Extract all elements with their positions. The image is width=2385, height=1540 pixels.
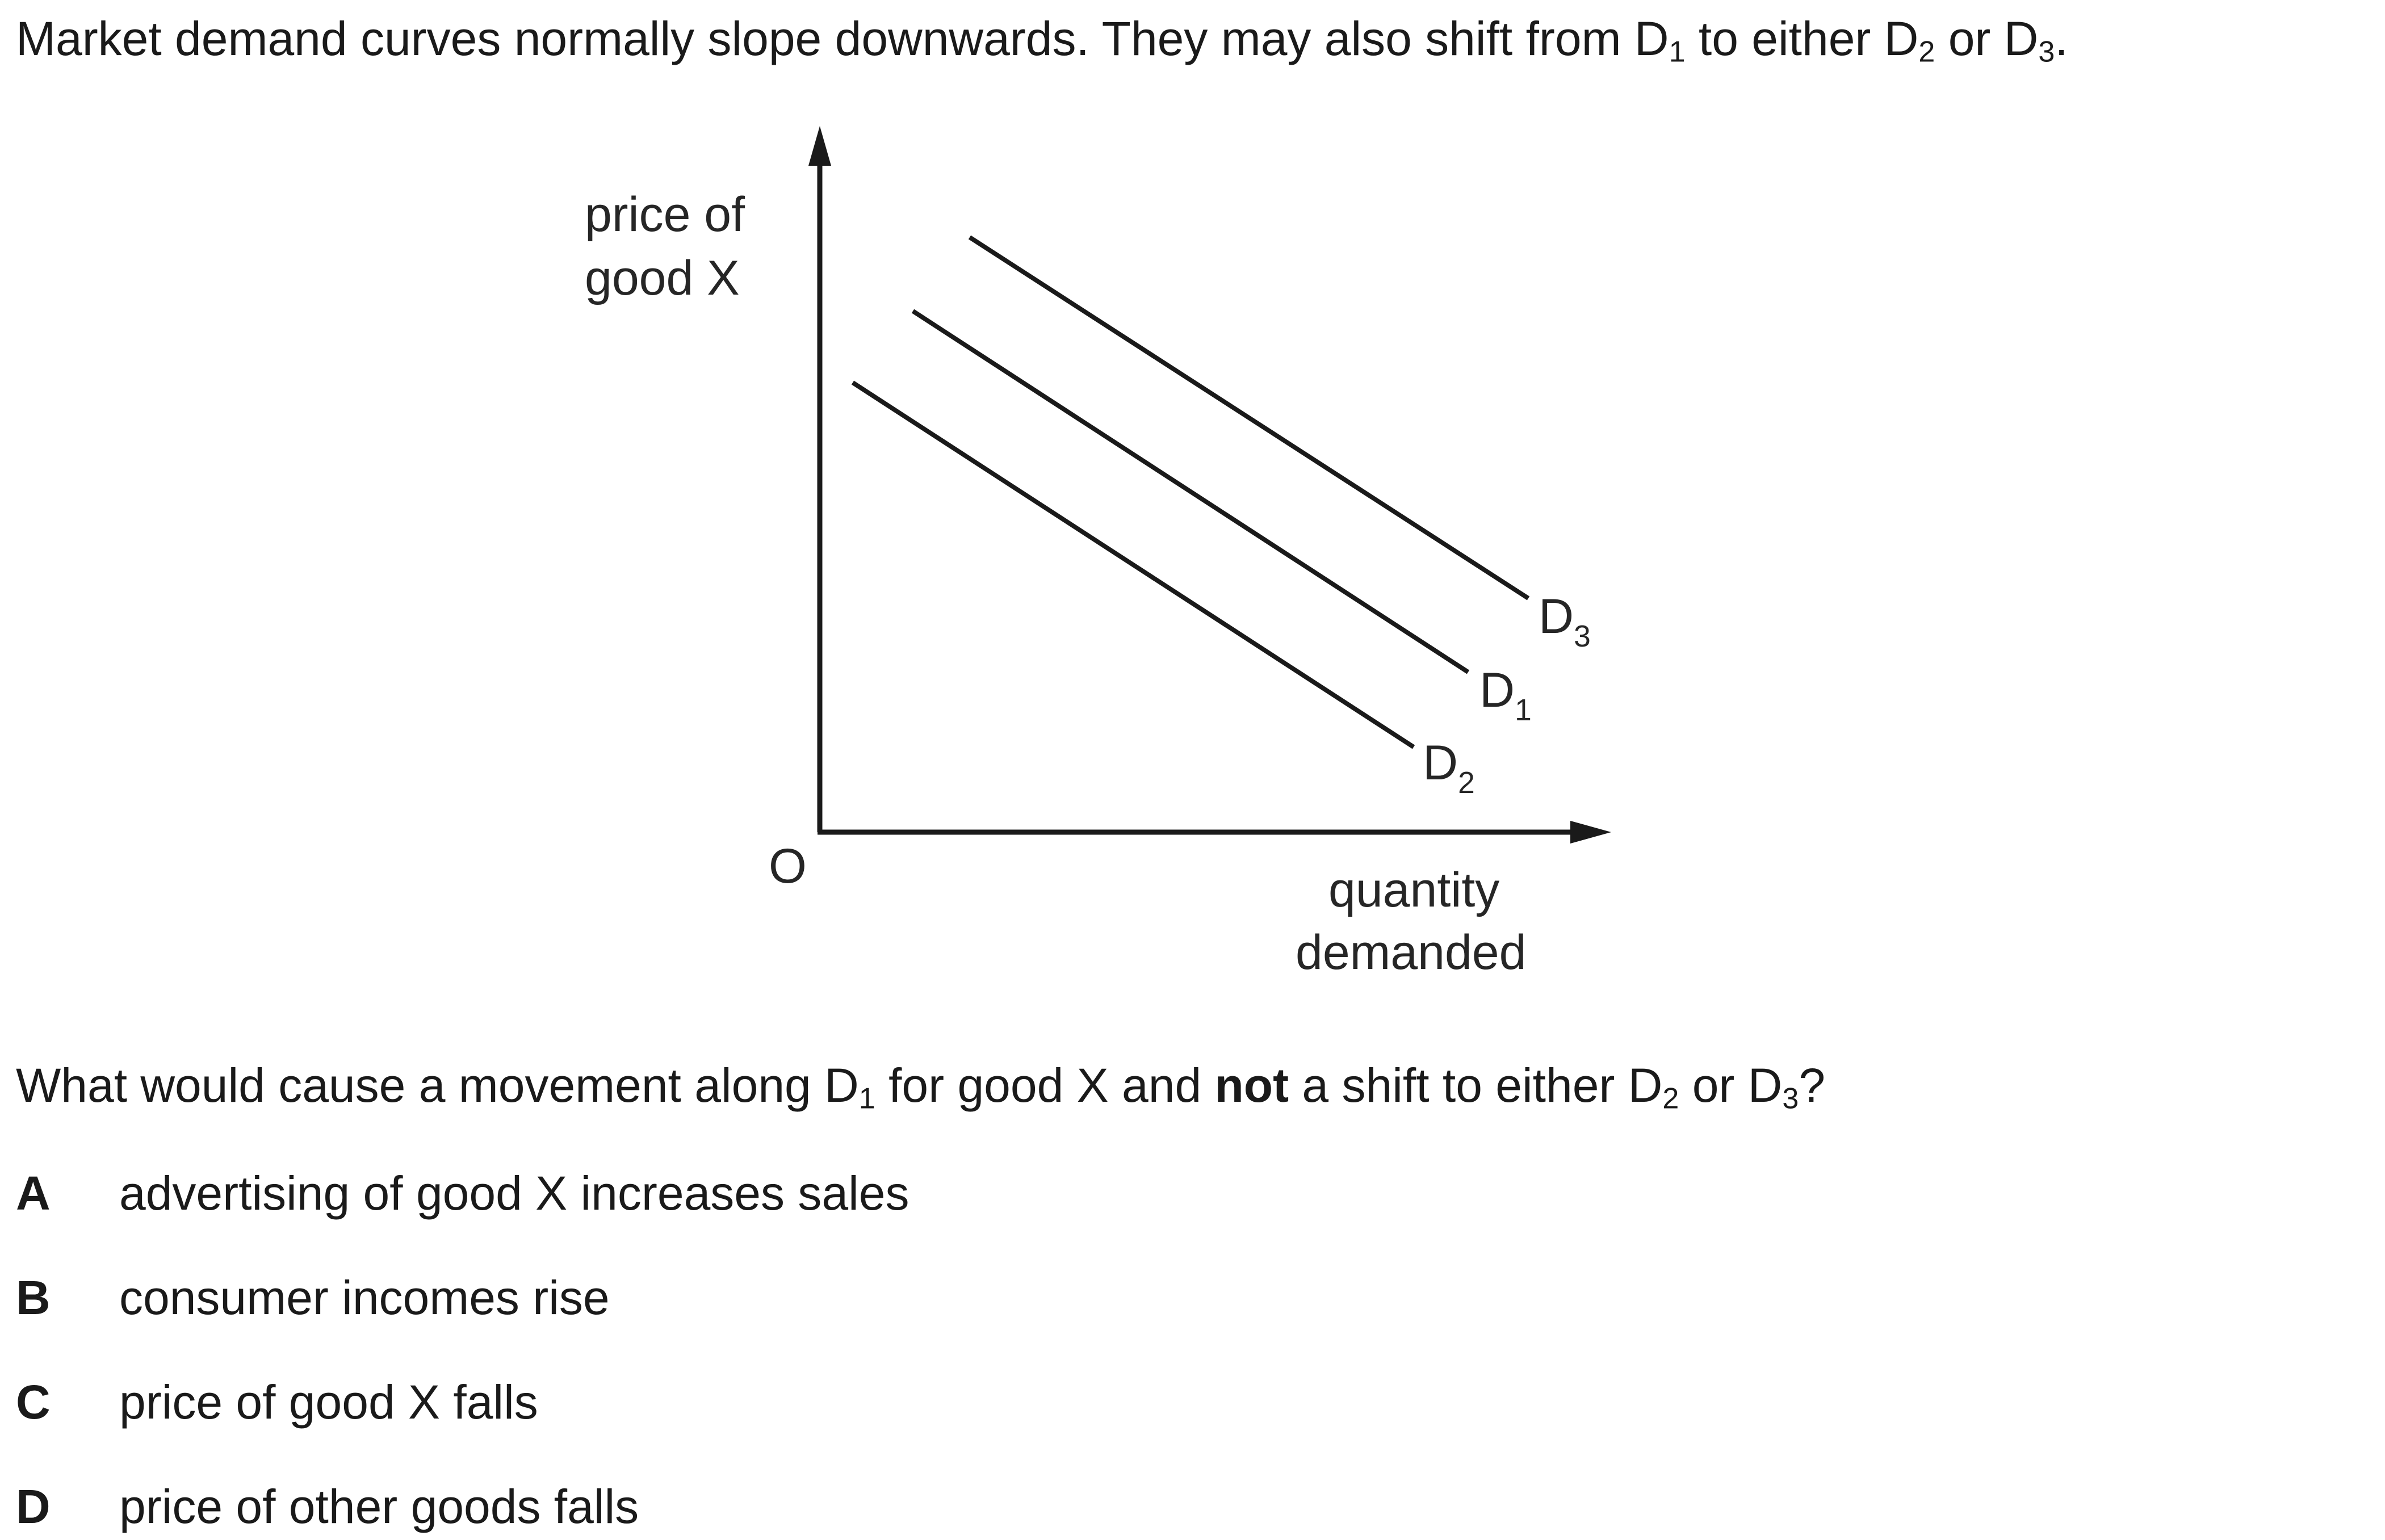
option-letter: C (16, 1375, 51, 1429)
curve-d2 (851, 380, 1415, 749)
question-text-b: for good X and (875, 1059, 1215, 1112)
question-text-c: a shift to either D (1289, 1059, 1663, 1112)
option-b[interactable]: B consumer incomes rise (16, 1269, 1095, 1326)
option-text: price of good X falls (119, 1375, 538, 1429)
curve-label-d2-letter: D (1423, 736, 1458, 790)
curve-label-d3-letter: D (1539, 589, 1574, 644)
question-sub-a: 1 (858, 1082, 875, 1115)
question-bold-not: not (1214, 1059, 1289, 1112)
option-text: consumer incomes rise (119, 1271, 610, 1324)
curve-label-d3: D3 (1539, 588, 1591, 652)
x-axis-label-line2: demanded (1296, 925, 1527, 980)
intro-text-d: . (2055, 12, 2068, 65)
question-text: What would cause a movement along D1 for… (16, 1057, 1825, 1114)
intro-sub-a: 1 (1669, 35, 1686, 69)
intro-sub-b: 2 (1918, 35, 1935, 69)
curve-label-d2: D2 (1423, 735, 1475, 798)
option-text: advertising of good X increases sales (119, 1166, 909, 1220)
question-text-d: or D (1679, 1059, 1783, 1112)
option-letter: B (16, 1271, 51, 1324)
intro-sub-c: 3 (2038, 35, 2055, 69)
x-axis-label-line1: quantity (1328, 863, 1500, 917)
option-c[interactable]: C price of good X falls (16, 1374, 1095, 1430)
curve-label-d2-sub: 2 (1458, 766, 1475, 800)
curve-label-d3-sub: 3 (1574, 619, 1591, 653)
option-letter: A (16, 1166, 51, 1220)
curve-label-d1-sub: 1 (1515, 693, 1532, 727)
curve-d3 (968, 235, 1530, 601)
curve-label-d1-letter: D (1479, 663, 1515, 717)
option-text: price of other goods falls (119, 1480, 639, 1533)
intro-text: Market demand curves normally slope down… (16, 10, 2068, 67)
y-axis-label-line2: good X (585, 251, 740, 305)
origin-label: O (769, 839, 807, 893)
intro-text-b: to either D (1685, 12, 1919, 65)
curve-label-d1: D1 (1479, 662, 1532, 725)
curve-d1 (911, 309, 1470, 674)
y-axis-arrow (808, 126, 831, 166)
intro-text-c: or D (1935, 12, 2039, 65)
option-letter: D (16, 1480, 51, 1533)
question-text-a: What would cause a movement along D (16, 1059, 859, 1112)
question-sub-b: 2 (1662, 1082, 1679, 1115)
option-a[interactable]: A advertising of good X increases sales (16, 1165, 1095, 1222)
question-sub-c: 3 (1782, 1082, 1799, 1115)
y-axis-label-line1: price of (585, 187, 745, 242)
question-text-e: ? (1799, 1059, 1826, 1112)
x-axis-arrow (1570, 821, 1611, 844)
intro-text-a: Market demand curves normally slope down… (16, 12, 1669, 65)
option-d[interactable]: D price of other goods falls (16, 1478, 1095, 1535)
